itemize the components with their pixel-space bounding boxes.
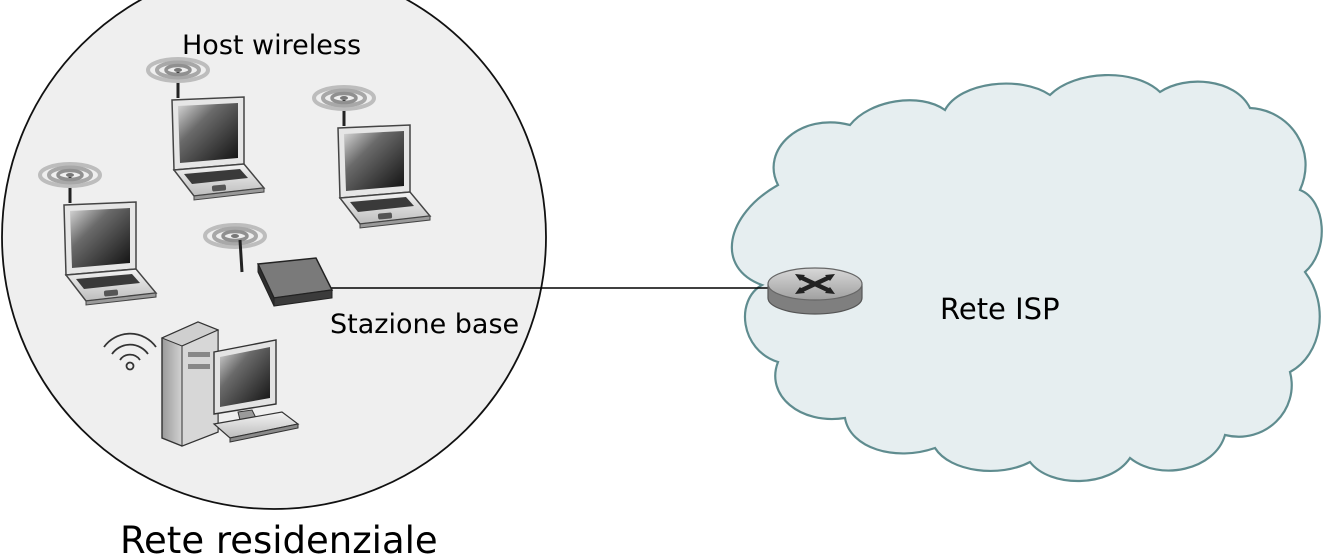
isp-cloud: [730, 74, 1323, 483]
desktop-computer-icon: [160, 321, 300, 447]
wireless-hosts-label: Host wireless: [182, 30, 361, 61]
wifi-signal-icon: [103, 332, 157, 371]
home-network-label: Rete residenziale: [120, 519, 438, 557]
base-station-label: Stazione base: [330, 309, 519, 340]
isp-network-label: Rete ISP: [940, 292, 1060, 326]
router-icon: [767, 267, 863, 315]
wireless-router-icon: [203, 223, 334, 307]
